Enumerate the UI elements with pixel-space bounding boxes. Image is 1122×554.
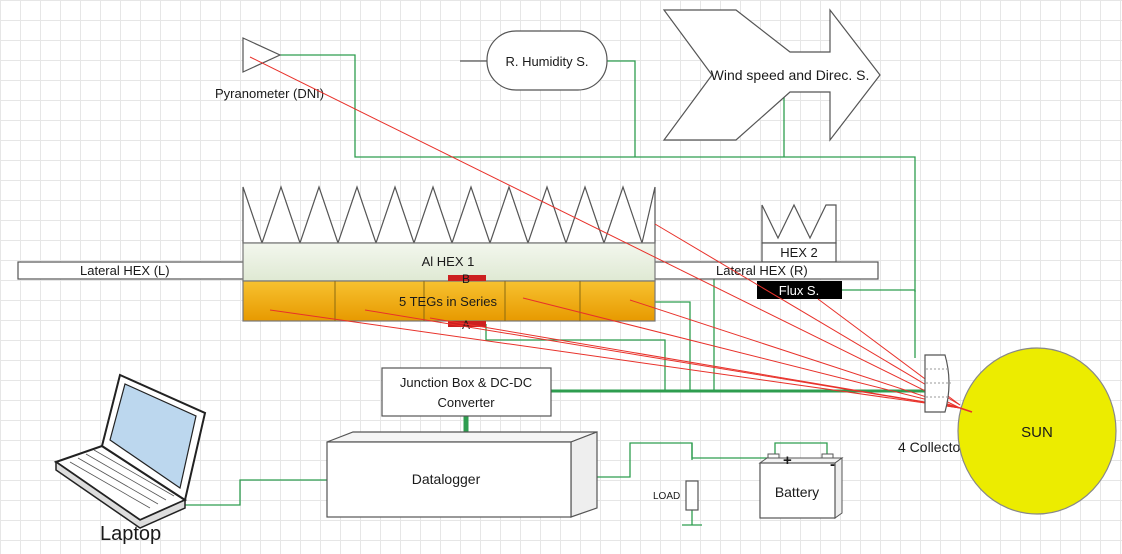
ray-teg-4 (522, 297, 961, 409)
al-hex1-label: Al HEX 1 (422, 254, 475, 269)
battery-minus-sign: - (830, 456, 835, 473)
sun: SUN (957, 347, 1117, 515)
ray-pyranometer (249, 56, 969, 413)
battery: + - Battery (758, 452, 844, 519)
collectors: 4 Collectors (898, 354, 972, 455)
datalogger-front (326, 441, 572, 518)
collectors-label: 4 Collectors (898, 439, 972, 455)
load-label: LOAD (653, 491, 680, 502)
junction-box-body (381, 367, 552, 417)
lateral-hex-right-label: Lateral HEX (R) (716, 263, 808, 278)
collectors-body (924, 354, 950, 413)
point-a-label: A (462, 318, 470, 332)
wire-tegs-right (655, 301, 691, 390)
ray-hex2 (654, 223, 961, 406)
datalogger-top (326, 431, 598, 443)
junction-label-1: Junction Box & DC-DC (400, 375, 532, 390)
wire-point-a (485, 324, 666, 390)
humidity-sensor: R. Humidity S. (460, 30, 608, 91)
thermocouple-b: B (448, 272, 486, 286)
hex2-fins (761, 203, 837, 244)
ray-teg-5 (629, 299, 961, 409)
ray-teg-1 (269, 309, 961, 409)
sun-disc (957, 347, 1117, 515)
lateral-hex-left-label: Lateral HEX (L) (80, 263, 170, 278)
laptop-base-edge (55, 460, 186, 529)
wire-pyranometer (280, 54, 916, 292)
sun-rays (249, 56, 969, 413)
battery-side (834, 457, 843, 519)
datalogger: Datalogger (326, 431, 598, 518)
battery-body (759, 462, 836, 519)
laptop: Laptop (53, 373, 207, 545)
pyranometer-sensor (242, 37, 282, 73)
wire-humidity (607, 60, 636, 157)
al-hex1: Al HEX 1 (242, 242, 656, 282)
wind-arrow (662, 8, 881, 142)
junction-box: Junction Box & DC-DC Converter (381, 367, 552, 417)
al-hex1-body (242, 242, 656, 282)
battery-label: Battery (775, 484, 819, 500)
wire-load-battery (691, 442, 828, 460)
flux-label: Flux S. (779, 283, 819, 298)
flux-box (757, 281, 842, 299)
point-b-label: B (462, 272, 470, 286)
hex2-label: HEX 2 (780, 245, 818, 260)
hex1-fins (242, 185, 656, 246)
ray-teg-3 (429, 317, 961, 409)
battery-plus-sign: + (783, 452, 792, 469)
wire-laptop-datalogger (170, 479, 327, 506)
pyranometer-label: Pyranometer (DNI) (215, 86, 324, 101)
laptop-label: Laptop (100, 523, 161, 545)
datalogger-label: Datalogger (412, 471, 481, 487)
flux-sensor: Flux S. (757, 281, 842, 299)
load: LOAD (653, 480, 699, 511)
humidity-label: R. Humidity S. (505, 54, 588, 69)
teg-label: 5 TEGs in Series (399, 294, 498, 309)
load-resistor (685, 480, 699, 511)
wind-sensor: Wind speed and Direc. S. (662, 8, 881, 142)
junction-label-2: Converter (437, 395, 495, 410)
ray-arrow-head (959, 407, 973, 413)
hex2: HEX 2 (761, 203, 837, 263)
sun-label: SUN (1021, 424, 1053, 441)
datalogger-side (570, 431, 598, 518)
laptop-screen (109, 383, 197, 489)
wind-label: Wind speed and Direc. S. (711, 67, 870, 83)
laptop-keyboard (69, 449, 175, 509)
humidity-box (486, 30, 608, 91)
pyranometer: Pyranometer (DNI) (215, 37, 324, 101)
